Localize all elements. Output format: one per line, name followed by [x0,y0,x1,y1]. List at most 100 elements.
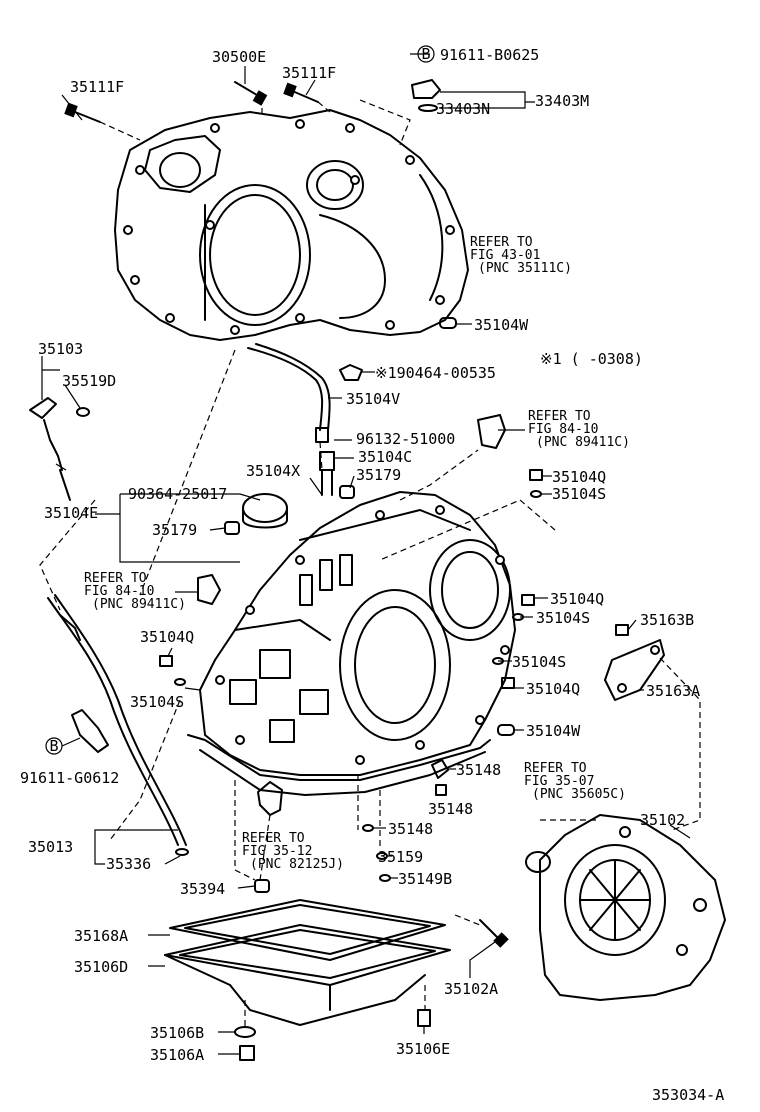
part-label-p35106d: 35106D [74,958,128,976]
part-label-p190464: ※190464-00535 [375,364,496,382]
part-label-p33403n: 33403N [436,100,490,118]
reference-ref8410a-line-1: FIG 84-10 [528,422,598,437]
bolt-35111f-left [64,102,141,141]
part-label-p35104s-d: 35104S [512,653,566,671]
bolt-marker-top: B [417,45,435,63]
dipstick-tube-35013 [47,594,189,856]
part-label-p90364: 90364-25017 [128,485,227,503]
gasket-35168a [169,899,446,961]
part-label-p35179-b: 35179 [152,521,197,539]
sensor-35-12 [257,781,283,816]
part-label-p33403m: 33403M [535,92,589,110]
part-label-p35148-a: 35148 [456,761,501,779]
plug-35148-b [435,784,447,796]
plug-35104w-lower [497,724,515,736]
part-label-p35179-a: 35179 [356,466,401,484]
oil-pan-35106d [164,924,451,1026]
part-label-p35104q-a: 35104Q [552,468,606,486]
part-label-p35104x: 35104X [246,462,300,480]
part-label-p35159: 35159 [378,848,423,866]
reference-ref8410b-line-1: FIG 84-10 [84,584,154,599]
part-label-p35013: 35013 [28,838,73,856]
part-label-p35106a: 35106A [150,1046,204,1064]
bolt-35104q-top [529,469,543,498]
part-label-p35104w-a: 35104W [474,316,529,334]
part-label-p35102: 35102 [640,811,685,829]
part-label-p35394: 35394 [180,880,225,898]
breather-tube-35104v [247,343,331,471]
part-label-p35111f-a: 35111F [70,78,124,96]
reference-ref3512-line-0: REFER TO [242,831,305,846]
plug-35179-top [339,485,355,499]
part-label-p35103: 35103 [38,340,83,358]
dipstick-dash [39,499,96,611]
gasket-35106b [234,1026,256,1038]
bolt-marker-left-letter: B [49,737,58,755]
part-label-p35519d: 35519D [62,372,116,390]
reference-ref3512-line-2: (PNC 82125J) [250,857,344,872]
clamp-190464 [339,364,363,381]
plug-35394 [254,879,270,893]
part-label-p91611b0625: 91611-B0625 [440,46,539,64]
bolt-35104q-left [159,655,186,686]
part-label-p35106e: 35106E [396,1040,450,1058]
oring-35519d [76,407,90,417]
reference-ref3507-line-0: REFER TO [524,761,587,776]
drain-plug-35106e [417,1009,431,1027]
part-label-p35104s-c: 35104S [130,693,184,711]
speed-sensor-lower [197,574,221,605]
drain-plug-35106a [239,1045,255,1061]
reference-ref8410a-line-2: (PNC 89411C) [536,435,630,450]
part-label-p96132: 96132-51000 [356,430,455,448]
part-label-p91611g0612: 91611-G0612 [20,769,119,787]
union-35104c [319,451,335,496]
bolt-marker-top-letter: B [421,45,430,63]
dipstick-bracket [71,709,109,753]
part-label-p35104v: 35104V [346,390,400,408]
reference-ref3512-line-1: FIG 35-12 [242,844,312,859]
seal-35149b [379,874,391,882]
part-label-p35149b: 35149B [398,870,452,888]
part-label-p35104w-b: 35104W [526,722,581,740]
bolt-35102a [479,919,509,948]
reference-ref4301-line-2: (PNC 35111C) [478,261,572,276]
part-label-p35168a: 35168A [74,927,128,945]
part-label-p35104q-d: 35104Q [526,680,580,698]
part-label-p35102a: 35102A [444,980,498,998]
plug-35179-bottom [224,521,240,535]
part-label-p35163b: 35163B [640,611,694,629]
filter-90364 [242,493,288,529]
breather-plug-35104w [439,317,457,329]
reference-ref3507-line-2: (PNC 35605C) [532,787,626,802]
transmission-housing [114,109,469,341]
reference-ref4301-line-1: FIG 43-01 [470,248,540,263]
part-label-p35148-b: 35148 [428,800,473,818]
reference-ref8410b-line-0: REFER TO [84,571,147,586]
part-label-p35106b: 35106B [150,1024,204,1042]
part-label-p35163a: 35163A [646,682,700,700]
reference-ref8410a-line-0: REFER TO [528,409,591,424]
bolt-35111f-right [283,82,331,113]
part-label-p35104s-a: 35104S [552,485,606,503]
differential-case-35102 [525,814,726,1001]
bolt-35104q-right-upper [512,594,535,621]
part-label-p30500e: 30500E [212,48,266,66]
transaxle-case [187,491,516,796]
sensor-33403m [359,79,441,146]
leader-lines [41,53,691,1055]
plug-35148-a [431,759,449,779]
part-label-p35104q-c: 35104Q [140,628,194,646]
bolt-marker-left: B [45,737,63,755]
note-label: ※1 ( -0308) [540,350,643,368]
diagram-id: 353034-A [652,1086,724,1104]
reference-ref4301-line-0: REFER TO [470,235,533,250]
part-label-p35104e: 35104E [44,504,98,522]
bolt-30500e [234,81,268,116]
speed-sensor-upper [477,414,506,449]
part-label-p35336: 35336 [106,855,151,873]
reference-ref3507-line-1: FIG 35-07 [524,774,594,789]
